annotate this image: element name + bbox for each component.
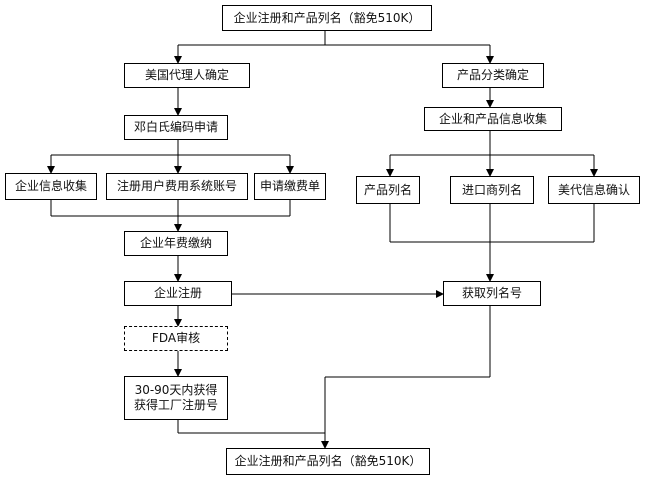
node-label: 美代信息确认 [557,182,630,197]
classify-node: 产品分类确定 [442,63,544,88]
importer-list-node: 进口商列名 [450,176,534,204]
node-label: 获得工厂注册号 [133,398,218,412]
top-node: 企业注册和产品列名（豁免510K） [222,5,432,31]
registration-node: 企业注册 [124,281,232,306]
node-label: 美国代理人确定 [144,68,229,82]
node-label: 邓白氏编码申请 [133,120,218,134]
node-label: 申请缴费单 [259,179,320,193]
node-label: 30-90天内获得 [134,383,218,397]
fei-node: 30-90天内获得 获得工厂注册号 [124,376,228,420]
node-label: 进口商列名 [461,182,522,197]
node-label: FDA审核 [151,331,201,345]
us-agent-confirm-node: 美代信息确认 [548,176,640,204]
node-label: 注册用户费用系统账号 [116,179,237,193]
listing-number-node: 获取列名号 [443,281,541,306]
node-label: 企业信息收集 [14,179,87,193]
node-label: 企业注册和产品列名（豁免510K） [234,454,422,468]
bottom-node: 企业注册和产品列名（豁免510K） [226,448,430,475]
node-label: 企业年费缴纳 [139,236,212,250]
annual-fee-node: 企业年费缴纳 [124,231,228,256]
node-label: 企业和产品信息收集 [438,111,547,126]
company-info-node: 企业信息收集 [5,173,97,200]
info-collect-node: 企业和产品信息收集 [424,107,562,131]
product-list-node: 产品列名 [356,176,420,204]
account-node: 注册用户费用系统账号 [106,173,248,200]
us-agent-node: 美国代理人确定 [124,63,250,88]
fee-form-node: 申请缴费单 [254,173,326,200]
node-label: 获取列名号 [461,286,522,300]
node-label: 产品列名 [363,182,412,197]
duns-node: 邓白氏编码申请 [124,115,228,140]
node-label: 产品分类确定 [456,68,529,82]
node-label: 企业注册和产品列名（豁免510K） [233,10,421,25]
node-label: 企业注册 [153,286,202,300]
fda-review-node: FDA审核 [124,326,228,351]
